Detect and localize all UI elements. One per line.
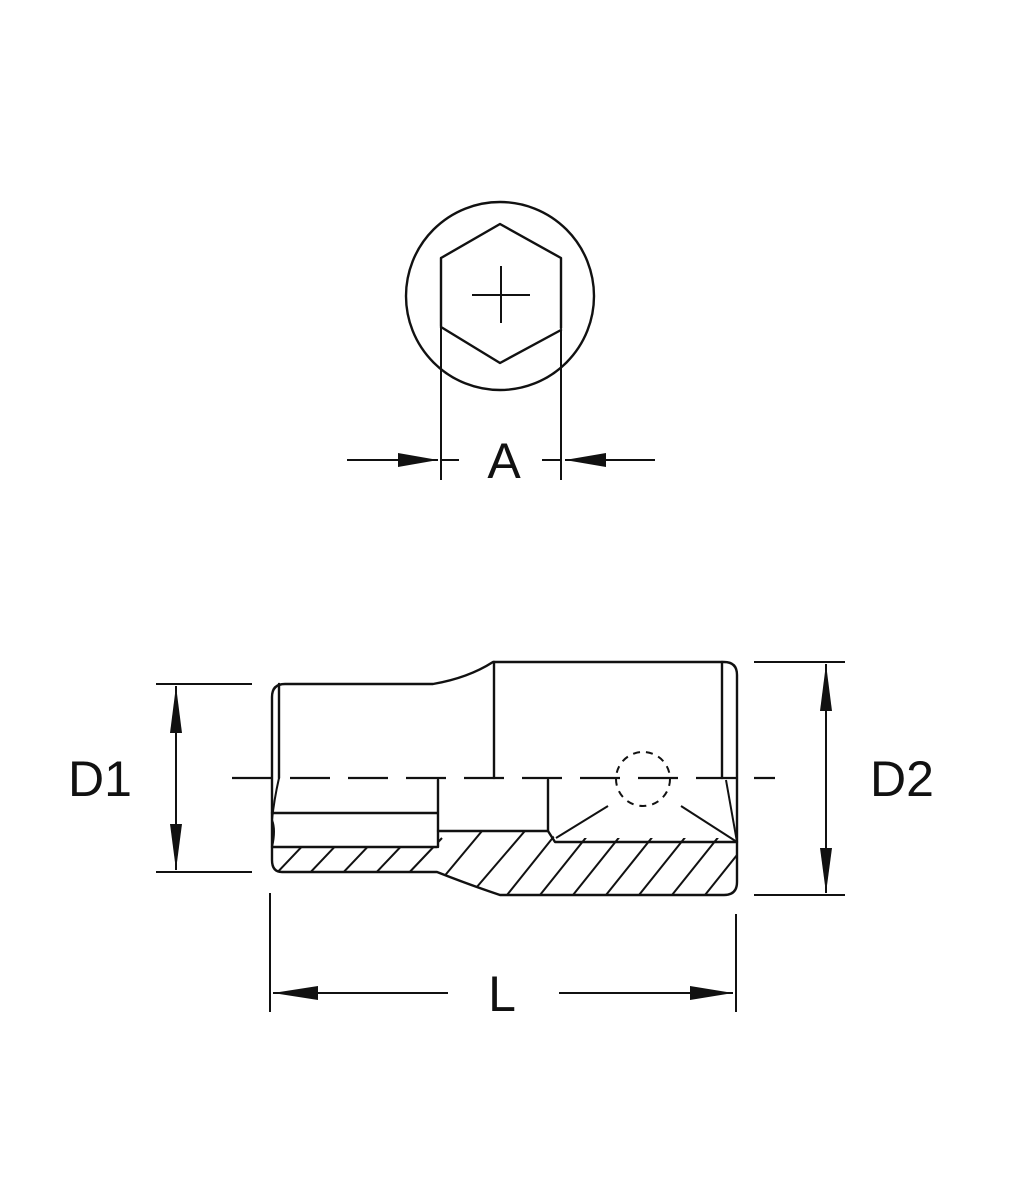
drive-taper-edge <box>725 779 738 843</box>
arrow-up-icon <box>820 664 832 711</box>
center-cross-icon <box>472 266 530 323</box>
hex-opening <box>439 222 563 365</box>
drive-taper-right <box>680 805 738 843</box>
section-hatching <box>272 830 737 895</box>
dimension-l: L <box>269 893 737 1022</box>
label-l: L <box>488 966 516 1022</box>
socket-outer-circle <box>404 200 596 392</box>
arrow-up-icon <box>170 686 182 733</box>
square-drive-cavity <box>546 829 739 844</box>
dimension-d1: D1 <box>68 683 252 873</box>
arrow-right-icon <box>398 453 438 467</box>
arrow-down-icon <box>170 824 182 870</box>
top-view: A <box>347 200 655 489</box>
label-d1: D1 <box>68 751 132 807</box>
dimension-a: A <box>347 433 655 489</box>
dimension-d2: D2 <box>754 661 934 896</box>
side-section-view <box>232 660 775 897</box>
nose-chamfer-curve <box>270 777 280 848</box>
relief-groove <box>436 778 550 833</box>
arrow-down-icon <box>820 848 832 893</box>
arrow-left-icon <box>565 453 606 467</box>
label-d2: D2 <box>870 751 934 807</box>
drive-taper-left <box>555 805 609 839</box>
arrow-right-icon <box>690 986 733 1000</box>
arrow-left-icon <box>273 986 318 1000</box>
label-a: A <box>487 433 521 489</box>
outer-profile-top <box>270 660 739 897</box>
detent-hole <box>615 751 671 807</box>
